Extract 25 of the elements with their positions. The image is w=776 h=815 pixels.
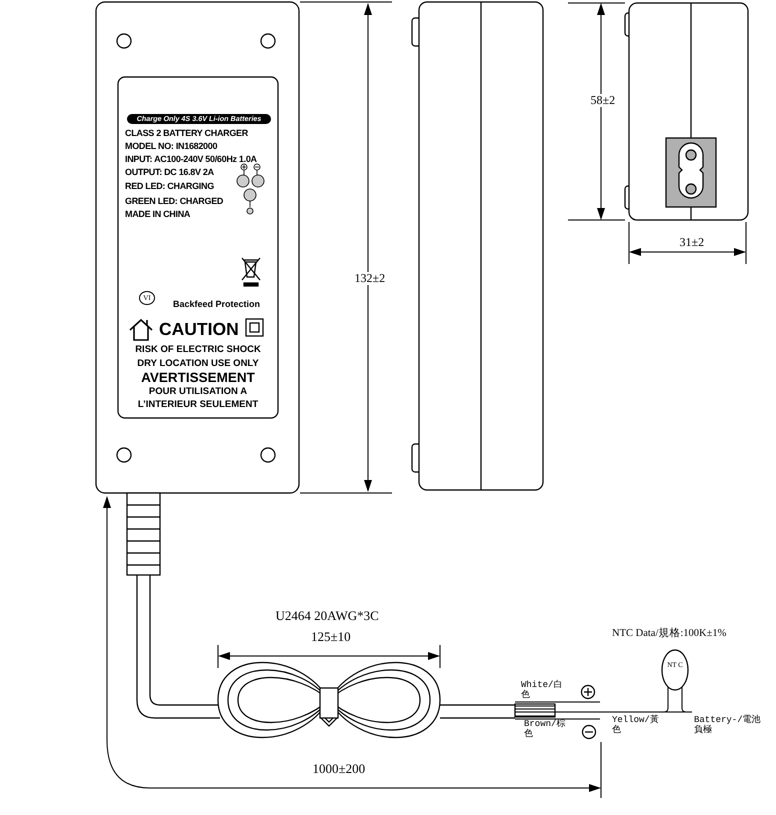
dimension-text: 125±10 bbox=[309, 630, 353, 644]
label-text: GREEN LED: CHARGED bbox=[125, 197, 224, 207]
dimension-text: 132±2 bbox=[352, 272, 388, 286]
warning-text: L’INTERIEUR SEULEMENT bbox=[136, 400, 260, 410]
dimension-text: 31±2 bbox=[678, 236, 706, 250]
wire-label: Yellow/黃色 bbox=[612, 716, 660, 736]
warning-text: RISK OF ELECTRIC SHOCK bbox=[134, 345, 262, 356]
label-text: RED LED: CHARGING bbox=[125, 182, 214, 192]
label-text: CLASS 2 BATTERY CHARGER bbox=[125, 129, 248, 139]
dimension-text: 1000±200 bbox=[310, 762, 368, 776]
label-text: OUTPUT: DC 16.8V 2A bbox=[125, 168, 214, 178]
label-text: MODEL NO: IN1682000 bbox=[125, 142, 218, 152]
caution-heading: CAUTION bbox=[159, 320, 239, 340]
spec-text: NTC Data/規格:100K±1% bbox=[612, 628, 726, 640]
warning-text: POUR UTILISATION A bbox=[148, 387, 248, 398]
thermistor-oval bbox=[661, 649, 689, 691]
cable-spec-text: U2464 20AWG*3C bbox=[274, 609, 381, 624]
wire-label: Battery-/電池負極 bbox=[694, 716, 762, 736]
wire-label: White/白色 bbox=[521, 681, 564, 701]
label-text: INPUT: AC100-240V 50/60Hz 1.0A bbox=[125, 155, 257, 165]
warning-heading: AVERTISSEMENT bbox=[140, 371, 256, 386]
dimension-text: 58±2 bbox=[588, 94, 618, 108]
label-text: MADE IN CHINA bbox=[125, 210, 190, 220]
label-text: Backfeed Protection bbox=[173, 300, 260, 310]
warning-text: DRY LOCATION USE ONLY bbox=[136, 359, 260, 370]
